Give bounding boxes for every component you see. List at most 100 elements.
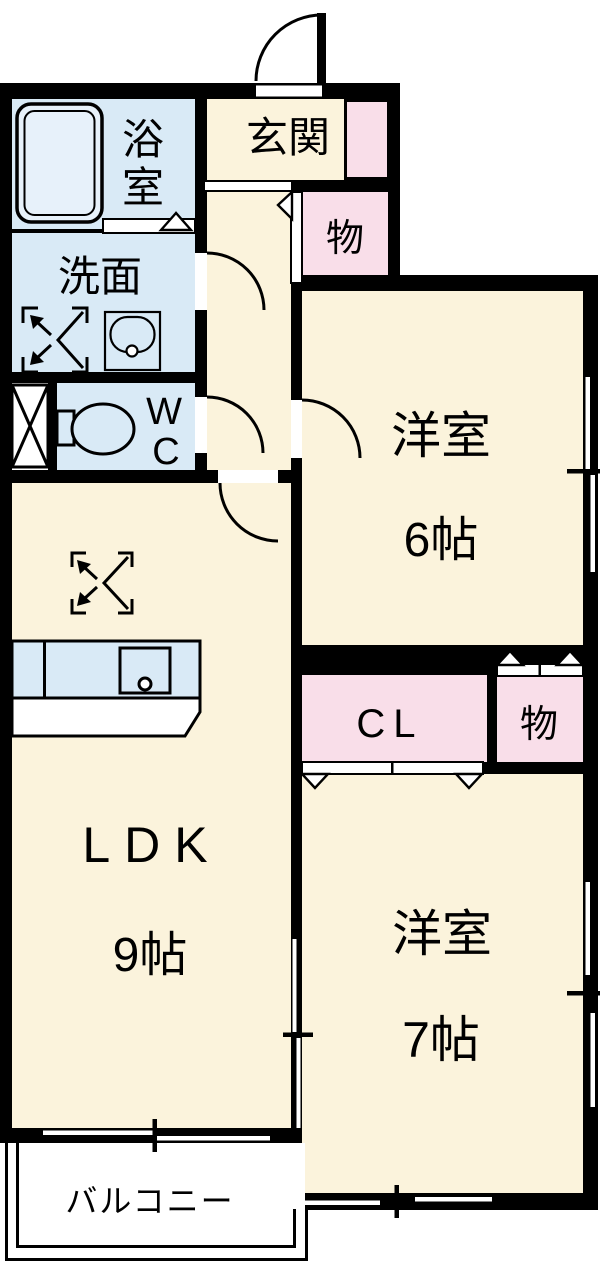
pipe-space-icon [10,383,50,469]
window6-pane-1 [585,377,590,471]
window7e-pane-1 [585,882,590,975]
window7s-pane-2 [415,1197,492,1202]
label-storage-upper: 物 [326,218,364,260]
entrance-step [205,180,291,192]
closet-door-triangle-right [453,772,485,790]
window-bedroom-south-east [567,882,600,1107]
ldk-doorway [218,470,278,483]
label-ldk: LDK [82,817,221,873]
fridge-corner-brackets [70,551,134,615]
room-bedroom-south [302,774,583,1193]
ldk-door-arc [218,482,279,543]
shoe-cabinet [344,99,390,180]
wall-closet-bottom [483,762,598,774]
washroom-doorway [195,253,207,310]
label-bathroom-char2: 室 [122,164,164,211]
room-entrance [207,99,345,180]
washroom-door-arc [206,251,266,311]
fridge-arrow-shafts [82,565,99,601]
sliding-door-tick [283,1032,313,1037]
wall-spine [291,178,302,1210]
front-doorway-edge-top [256,83,322,86]
balcony-inner-rail [16,1143,296,1248]
storage-lower-door-triangle-right [554,649,586,667]
room-closet [302,675,487,762]
sink-icon [103,310,162,372]
kitchen-counter-top [10,639,202,700]
bedroom-east-door [291,398,362,459]
wall-entrance-bottom [291,178,400,192]
window6-tick [567,469,600,474]
room-ldk [12,483,291,1128]
label-washroom: 洗面 [58,253,142,300]
step-band [205,182,291,190]
bedroom-east-door-arc [301,398,362,459]
wall-room6-top [291,275,598,291]
bedroom-east-doorway [291,400,302,458]
label-balcony: バルコニー [65,1183,234,1219]
storage-lower-doors [494,649,586,677]
bathtub-icon [15,102,104,224]
window7e-tick [567,991,600,996]
label-ldk-size: 9帖 [113,929,188,982]
sliding-door-pane-2 [296,1038,301,1128]
fridge-arrowhead-bottom [77,592,91,606]
label-wc-line2: C [152,431,179,473]
closet-door-triangle-left [299,772,331,790]
label-bedroom-east: 洋室 [391,408,491,464]
front-doorway [256,83,322,99]
wall-ldk-bottom [0,1128,302,1143]
ldk-window-pane-2 [155,1136,270,1141]
ldk-door [218,470,279,543]
labels: 玄関 浴 室 洗面 W C 物 洋室 6帖 CL 物 LDK 9帖 洋室 7帖 … [58,114,558,1219]
label-bedroom-south-size: 7帖 [402,1012,480,1068]
fridge-chevron [101,555,130,611]
label-bedroom-south: 洋室 [392,906,492,962]
label-wc-line1: W [146,391,182,433]
pipe-space-cross [10,384,50,468]
room-bedroom-east [302,291,583,645]
closet-door-divider [391,762,394,774]
front-door [254,13,326,99]
wc-door [195,395,265,454]
ldk-window-pane-1 [43,1130,157,1135]
wall-wc-pipe-divider [48,383,57,470]
toilet-icon [55,402,136,456]
window7e-pane-2 [590,1013,595,1107]
wc-door-arc [206,395,265,454]
kitchen-counter-front [10,696,202,738]
front-door-leaf [317,13,326,85]
fridge-arrowhead-top [77,560,91,574]
storage-lower-door-divider [538,664,541,676]
label-closet: CL [356,702,423,746]
balcony-floor [8,1143,305,1258]
kitchen-sink-drain [137,676,153,692]
storage-upper-door [276,189,303,284]
window-ldk-balcony [43,1119,270,1152]
room-storage-lower [497,676,583,762]
balcony-outer-rail [5,1143,308,1261]
bathtub-outer [15,102,104,224]
sink-counter [103,310,162,372]
label-entrance: 玄関 [246,114,330,161]
bathroom-door [102,211,196,234]
window6-pane-2 [590,475,595,572]
washer-arrowhead-top [30,315,44,329]
room-storage-upper [302,192,388,275]
washer-chevron [55,311,85,369]
washing-machine-area-icon [21,306,89,374]
kitchen-sink [118,646,172,695]
wall-closet-top [291,645,487,675]
toilet-bowl [70,402,136,456]
label-storage-lower: 物 [520,704,558,746]
storage-upper-door-triangle [276,189,294,222]
wc-doorway [195,397,207,453]
wall-closet-divider [487,665,497,774]
window7s-tick [394,1185,399,1218]
washroom-door [195,251,266,311]
sink-drain [125,344,139,358]
label-bathroom-char1: 浴 [122,116,164,163]
washer-corner-brackets [21,306,89,374]
